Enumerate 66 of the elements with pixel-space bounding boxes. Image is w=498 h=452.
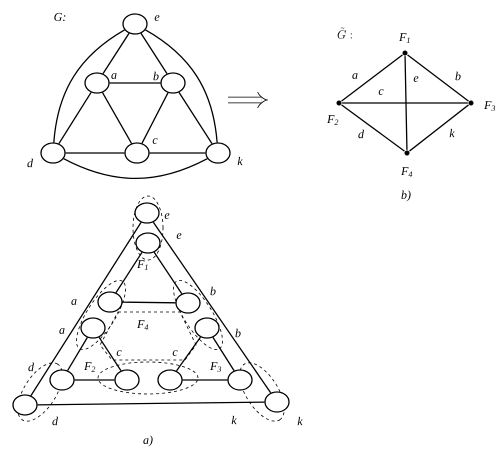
- edge-line: [38, 402, 264, 406]
- edge-line: [182, 379, 228, 381]
- edge-line: [409, 104, 469, 152]
- graph-name: $\tilde{G}:$: [338, 28, 352, 39]
- face-label: F$_{3}$: [210, 362, 222, 372]
- vertex-label: a: [111, 73, 117, 79]
- edge-line: [407, 54, 469, 102]
- edge-line: [341, 54, 403, 102]
- vertex-label: e: [154, 15, 160, 21]
- vertex-label: d: [27, 158, 34, 168]
- edge-line: [98, 336, 122, 372]
- edge-line: [212, 337, 235, 371]
- vertex-label: k: [238, 156, 243, 166]
- edge-line: [152, 222, 272, 394]
- edge-line: [102, 33, 130, 74]
- edge-line: [150, 152, 206, 154]
- edge-label: d: [358, 130, 364, 138]
- edge-line: [53, 29, 125, 142]
- graph-name: G:: [54, 12, 66, 22]
- edge-line: [176, 336, 202, 372]
- edge-line: [110, 82, 160, 84]
- vertex-label: c: [152, 138, 158, 144]
- face-label: F$_{4}$: [137, 320, 148, 330]
- vertex-label: b: [210, 286, 216, 296]
- edge-line: [178, 92, 213, 144]
- edge-line: [63, 158, 208, 180]
- vertex-label: d: [28, 362, 34, 372]
- vertex-label: a: [71, 299, 77, 305]
- edge-line: [140, 33, 168, 74]
- edge-line: [342, 102, 468, 104]
- vertex-label: F$_{1}$: [399, 33, 410, 43]
- edge-line: [102, 92, 132, 144]
- edge-line: [74, 379, 114, 381]
- vertex-label: a: [59, 328, 65, 334]
- face-label: F$_{1}$: [137, 260, 148, 270]
- edge-line: [122, 302, 176, 304]
- vertex-label: F$_{2}$: [327, 115, 338, 125]
- edge-line: [30, 222, 142, 396]
- vertex-label: F$_{4}$: [401, 167, 412, 177]
- vertex-label: b: [235, 328, 241, 338]
- vertex-label: F$_{3}$: [484, 101, 496, 111]
- edge-line: [66, 152, 124, 154]
- vertex-label: c: [172, 350, 178, 356]
- panel-caption: a): [143, 436, 153, 446]
- edge-line: [58, 92, 92, 144]
- edge-label: b: [455, 72, 461, 80]
- edge-line: [404, 56, 408, 150]
- edge-label: c: [378, 89, 384, 95]
- vertex-label: c: [116, 350, 122, 356]
- edge-line: [115, 252, 143, 293]
- edge-line: [341, 104, 405, 152]
- edge-label: e: [414, 76, 418, 82]
- vertex-label: e: [176, 233, 182, 239]
- vertex-label: k: [232, 416, 237, 424]
- face-label: F$_{2}$: [84, 362, 96, 372]
- edge-line: [145, 29, 218, 142]
- edge-line: [154, 252, 182, 294]
- edge-line: [141, 92, 169, 144]
- edge-label: k: [450, 128, 455, 138]
- edge-line: [67, 337, 88, 371]
- panel-caption: b): [401, 190, 411, 202]
- vertex-label: d: [52, 416, 58, 426]
- vertex-label: k: [298, 416, 303, 426]
- vertex-label: b: [153, 72, 159, 80]
- edge-label: a: [352, 73, 358, 79]
- vertex-label: e: [164, 213, 170, 219]
